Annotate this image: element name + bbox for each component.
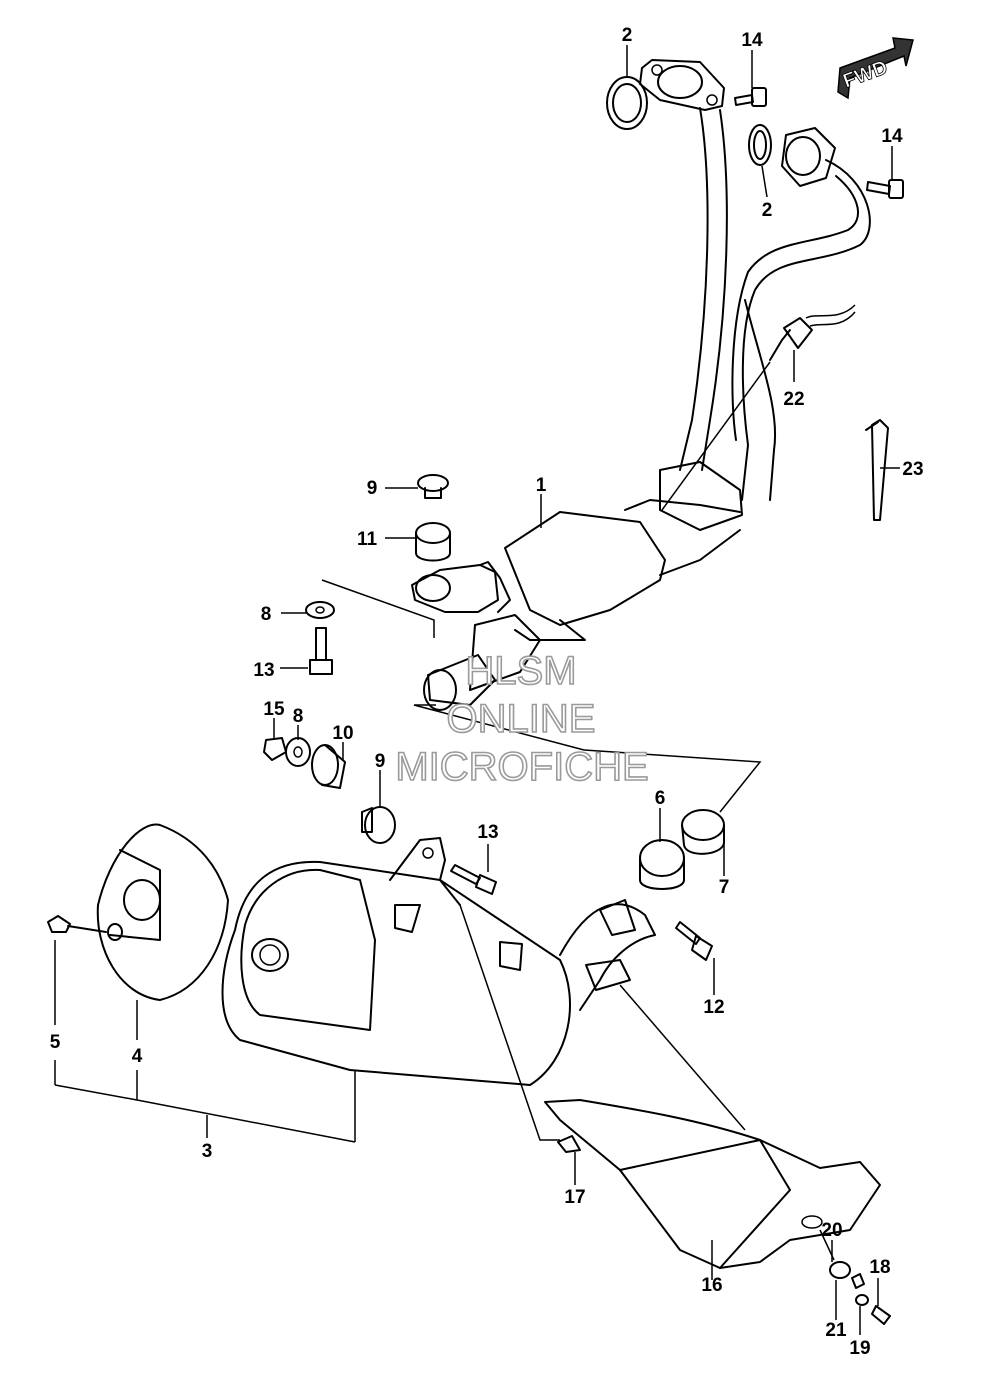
muffler-body — [221, 837, 656, 1086]
callout-6: 6 — [655, 788, 666, 809]
callout-18: 18 — [869, 1257, 890, 1278]
callout-16: 16 — [701, 1275, 722, 1296]
callout-10: 10 — [332, 723, 353, 744]
callout-23: 23 — [902, 459, 923, 480]
callout-1: 1 — [536, 475, 547, 496]
callout-13-lower: 13 — [477, 822, 498, 843]
callout-13-upper: 13 — [253, 660, 274, 681]
callout-12: 12 — [703, 997, 724, 1018]
watermark-line2: ONLINE — [447, 697, 596, 741]
stud-bolts — [734, 87, 904, 199]
callout-9-lower: 9 — [375, 751, 386, 772]
group-bracket — [54, 940, 356, 1143]
callout-14-right: 14 — [881, 126, 903, 147]
pipe-joint-parts — [413, 704, 762, 961]
callout-19: 19 — [849, 1338, 870, 1359]
heat-shield — [459, 904, 881, 1269]
exhaust-header-pipe — [411, 59, 871, 711]
callout-15: 15 — [263, 699, 285, 720]
callout-14-top: 14 — [741, 30, 763, 51]
callout-leaders — [273, 45, 900, 1335]
callout-22: 22 — [783, 389, 804, 410]
callout-11: 11 — [357, 529, 378, 550]
callout-labels: 1 2 2 3 4 5 6 7 8 8 9 9 10 11 12 13 13 1… — [50, 25, 924, 1359]
callout-3: 3 — [202, 1141, 213, 1162]
callout-7: 7 — [719, 877, 730, 898]
callout-2-right: 2 — [762, 200, 773, 221]
callout-4: 4 — [132, 1046, 143, 1067]
callout-8-lower: 8 — [293, 706, 304, 727]
shield-mount-hardware — [829, 1261, 891, 1325]
fwd-label: FWD — [840, 56, 890, 92]
watermark-line1: HLSM — [465, 649, 576, 693]
callout-8-upper: 8 — [261, 604, 272, 625]
callout-21: 21 — [825, 1320, 847, 1341]
callout-2-top: 2 — [622, 25, 633, 46]
oxygen-sensor — [661, 304, 856, 511]
callout-5: 5 — [50, 1032, 61, 1053]
mount-hardware — [263, 474, 451, 844]
cable-tie — [865, 419, 889, 521]
watermark: HLSM ONLINE MICROFICHE — [395, 648, 650, 790]
fwd-arrow: FWD — [837, 37, 914, 100]
callout-9-upper: 9 — [367, 478, 378, 499]
callout-17: 17 — [564, 1187, 585, 1208]
exhaust-gaskets — [606, 76, 772, 166]
muffler-end-cap — [47, 823, 229, 1001]
watermark-line3: MICROFICHE — [395, 745, 648, 789]
callout-20: 20 — [821, 1220, 842, 1241]
